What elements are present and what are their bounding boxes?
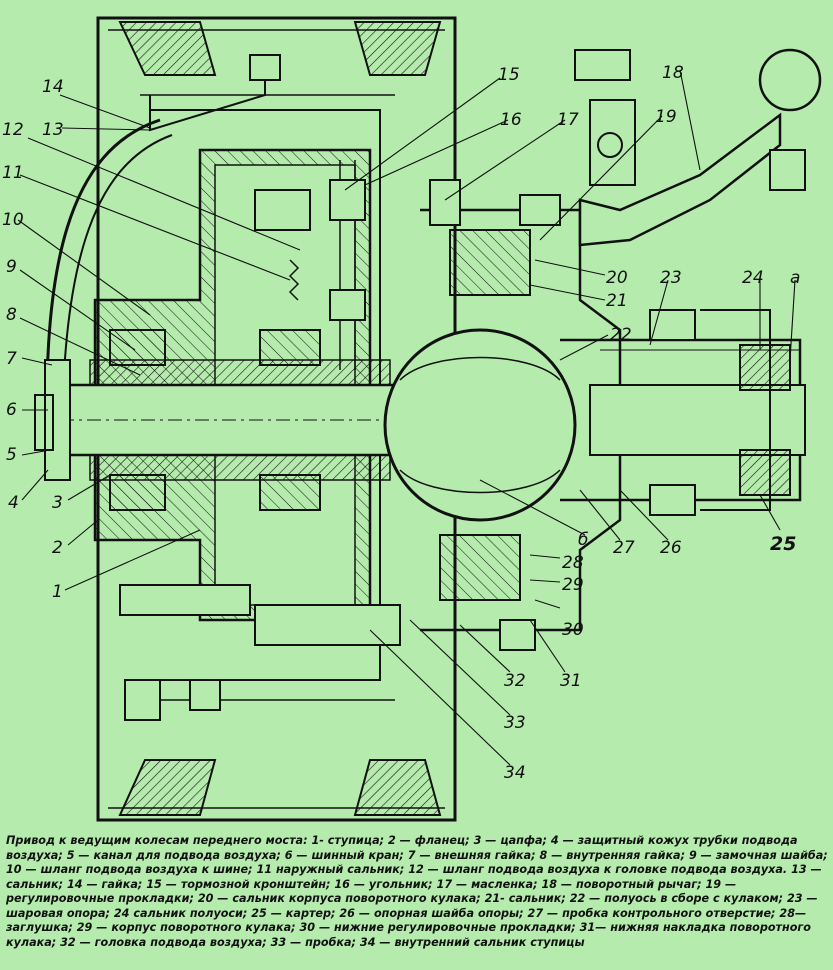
figure-caption: Привод к ведущим колесам переднего моста…	[6, 834, 828, 949]
callout-b: б	[578, 530, 588, 550]
callout-4: 4	[8, 493, 19, 513]
callout-28: 28	[562, 553, 584, 573]
front-axle-drive-drawing: 14 13 12 11 10 9 8 7 6 5 4 3 2 1 15 16 1…	[2, 16, 822, 822]
callout-29: 29	[562, 575, 584, 595]
brake-bolt-top	[254, 189, 311, 231]
callout-24: 24	[742, 268, 764, 288]
tire-bead-top-right	[353, 21, 442, 76]
lower-kingpin-bearing	[439, 534, 521, 601]
callout-a: a	[790, 268, 800, 288]
brake-bolt-bottom	[254, 604, 401, 646]
callout-10: 10	[2, 210, 24, 230]
tire-bead-top-left	[118, 21, 217, 76]
callout-15: 15	[498, 65, 520, 85]
wheel-rim	[96, 16, 457, 822]
callout-30: 30	[562, 620, 584, 640]
callout-6: 6	[6, 400, 17, 420]
outer-bearing	[109, 329, 166, 366]
steering-arm	[578, 112, 782, 247]
semi-axle-shaft	[589, 384, 806, 456]
callout-5: 5	[6, 445, 17, 465]
ball-joint	[383, 328, 577, 522]
callout-33: 33	[504, 713, 526, 733]
callout-17: 17	[557, 110, 579, 130]
callout-7: 7	[6, 349, 17, 369]
callout-23: 23	[660, 268, 682, 288]
tie-rod-ball	[758, 48, 822, 112]
callout-34: 34	[504, 763, 526, 783]
tire-bead-bottom-right	[353, 759, 442, 816]
callout-18: 18	[662, 63, 684, 83]
callout-25: 25	[770, 533, 796, 555]
callout-12: 12	[2, 120, 24, 140]
callout-labels: 14 13 12 11 10 9 8 7 6 5 4 3 2 1 15 16 1…	[2, 63, 800, 783]
leader-lines	[17, 69, 796, 766]
callout-1: 1	[52, 582, 63, 602]
callout-21: 21	[606, 291, 628, 311]
inner-bearing	[259, 329, 321, 366]
callout-20: 20	[606, 268, 628, 288]
callout-31: 31	[560, 671, 582, 691]
callout-16: 16	[500, 110, 522, 130]
callout-8: 8	[6, 305, 17, 325]
callout-32: 32	[504, 671, 526, 691]
axle-seal	[739, 344, 791, 391]
callout-26: 26	[660, 538, 682, 558]
upper-kingpin-bearing	[449, 229, 531, 296]
callout-13: 13	[42, 120, 64, 140]
callout-19: 19	[655, 107, 677, 127]
drawing-linework	[34, 16, 822, 822]
callout-11: 11	[2, 163, 24, 183]
callout-2: 2	[52, 538, 63, 558]
housing-flange	[700, 309, 771, 511]
tire-bead-bottom-left	[118, 759, 217, 816]
callout-9: 9	[6, 257, 17, 277]
callout-22: 22	[610, 325, 632, 345]
outer-nut	[44, 359, 71, 481]
callout-3: 3	[52, 493, 63, 513]
callout-27: 27	[613, 538, 635, 558]
callout-14: 14	[42, 77, 64, 97]
